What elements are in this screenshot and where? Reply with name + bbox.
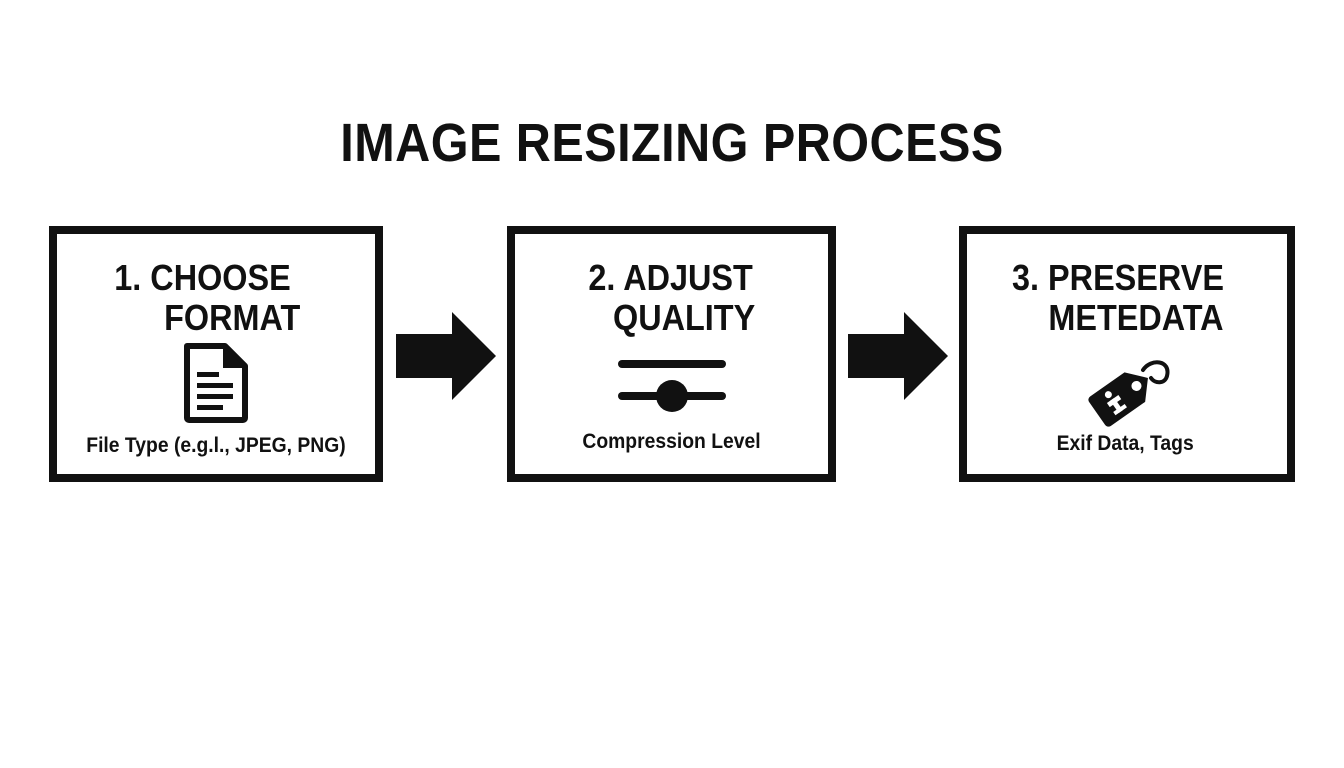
step-title: 3. PRESERVE METEDATA	[983, 258, 1271, 338]
step-adjust-quality: 2. ADJUST QUALITY Compression Level	[507, 226, 836, 482]
step-title-line2: QUALITY	[613, 297, 756, 338]
info-tag-icon	[1077, 346, 1177, 435]
document-icon	[181, 342, 251, 429]
step-title: 2. ADJUST QUALITY	[531, 258, 813, 338]
arrow-right-icon	[848, 312, 948, 405]
step-title-line1: 3. PRESERVE	[1012, 257, 1224, 298]
step-title-line1: 2. ADJUST	[588, 257, 753, 298]
step-title-line2: FORMAT	[164, 297, 301, 338]
step-title-line1: 1. CHOOSE	[114, 257, 291, 298]
step-caption: Exif Data, Tags	[1056, 432, 1194, 455]
arrow-right-icon	[396, 312, 496, 405]
step-caption: Compression Level	[582, 430, 761, 453]
step-title: 1. CHOOSE FORMAT	[73, 258, 359, 338]
step-title-line2: METEDATA	[1048, 297, 1224, 338]
step-choose-format: 1. CHOOSE FORMAT File Type (e.g.l., JPEG…	[49, 226, 383, 482]
step-preserve-metadata: 3. PRESERVE METEDATA Exif Data, Tags	[959, 226, 1295, 482]
slider-icon	[616, 356, 728, 417]
step-caption: File Type (e.g.l., JPEG, PNG)	[86, 434, 346, 457]
diagram-title: IMAGE RESIZING PROCESS	[340, 113, 1004, 173]
